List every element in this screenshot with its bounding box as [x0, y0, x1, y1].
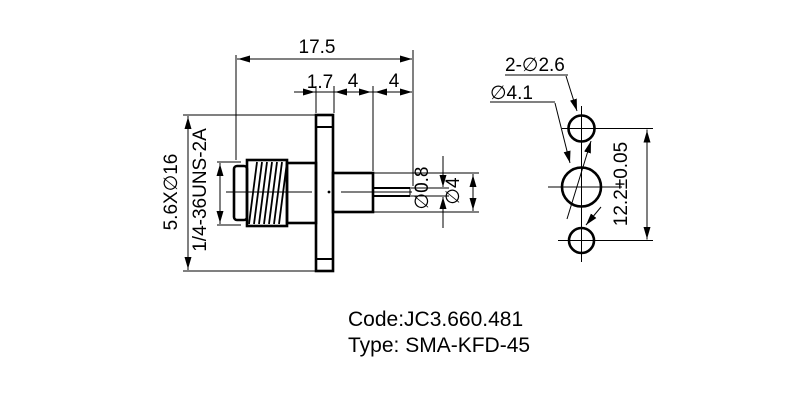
dim-mounting-holes-label: 2-∅2.6 [505, 55, 565, 76]
center-hole [560, 166, 603, 208]
mounting-flange [314, 113, 335, 273]
dim-insulator-diameter-label: ∅4 [443, 177, 464, 205]
side-view: 17.5 1.7 4 4 5.6X∅16 1/4-36UNS-2A ∅0.8 ∅… [161, 37, 479, 273]
front-view: 2-∅2.6 ∅4.1 12.2±0.05 [490, 55, 653, 262]
part-type: Type: SMA-KFD-45 [348, 334, 530, 357]
leader-mounting-holes-bottom [585, 206, 602, 226]
dim-flange-thickness-label: 1.7 [307, 72, 333, 93]
bottom-mounting-hole [567, 226, 596, 255]
footer: Code:JC3.660.481 Type: SMA-KFD-45 [348, 308, 530, 357]
dim-pin-diameter-label: ∅0.8 [412, 167, 433, 210]
leader-mounting-holes-top [565, 75, 578, 112]
dim-flange-size-label: 5.6X∅16 [161, 154, 182, 231]
leader-center-hole [554, 102, 571, 164]
leader-through-line [566, 140, 592, 220]
connector-front-lip [232, 164, 249, 222]
connector-rear-body [285, 161, 318, 225]
thread-spec-label: 1/4-36UNS-2A [190, 128, 211, 252]
dim-hole-spacing-label: 12.2±0.05 [611, 142, 632, 226]
top-mounting-hole [567, 114, 596, 143]
dim-total-length-label: 17.5 [299, 37, 336, 58]
dim-pin-length-label: 4 [389, 71, 400, 92]
thread-hatching [248, 161, 288, 225]
dim-center-hole-label: ∅4.1 [490, 83, 533, 104]
part-code: Code:JC3.660.481 [348, 308, 523, 331]
flange-center-mark [327, 190, 331, 194]
dim-body-segment-label: 4 [348, 71, 359, 92]
